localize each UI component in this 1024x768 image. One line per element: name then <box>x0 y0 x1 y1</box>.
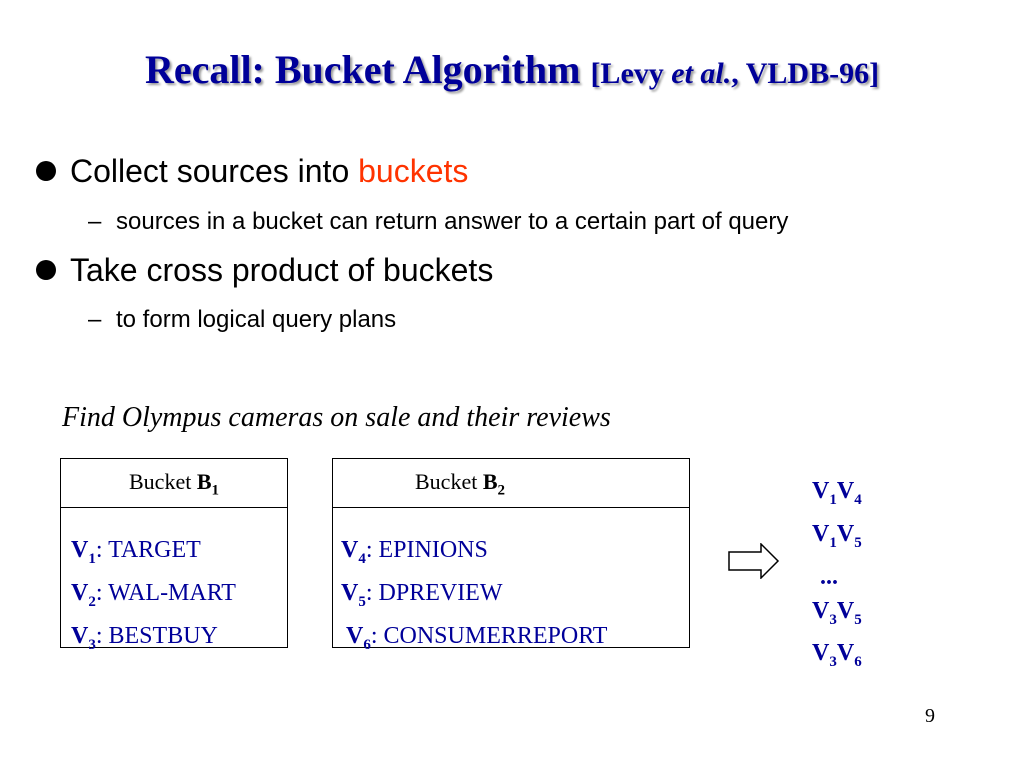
query-plan: V1V5 <box>812 517 862 560</box>
plan-view-index: 5 <box>854 534 862 551</box>
source-index: 1 <box>88 550 96 567</box>
sub-bullet-1-text: sources in a bucket can return answer to… <box>116 208 789 235</box>
plan-view-index: 1 <box>829 534 837 551</box>
source-index: 6 <box>363 636 371 653</box>
source-index: 5 <box>358 593 366 610</box>
bucket-b2: Bucket B2 V4: EPINIONS V5: DPREVIEW V6: … <box>332 458 690 652</box>
bullet-1: Collect sources into buckets <box>36 153 468 190</box>
plan-view: V <box>812 597 830 624</box>
plan-view: V <box>812 640 830 667</box>
bucket-b2-header: Bucket B2 <box>333 459 689 508</box>
source-name: : BESTBUY <box>95 622 218 649</box>
sub-bullet-2-text: to form logical query plans <box>116 306 397 333</box>
plan-view-index: 6 <box>854 654 862 671</box>
bucket-b2-sources: V4: EPINIONS V5: DPREVIEW V6: CONSUMERRE… <box>341 533 607 661</box>
title-citation: [Levy et al., VLDB-96] <box>590 57 879 90</box>
query-plan-ellipsis: ... <box>820 563 838 590</box>
example-caption: Find Olympus cameras on sale and their r… <box>62 402 611 433</box>
plan-view-index: 5 <box>854 611 862 628</box>
plan-view: V <box>836 640 855 667</box>
bucket-label: Bucket <box>415 469 478 494</box>
bucket-name-sub: 2 <box>497 482 506 499</box>
bullet-2-text: Take cross product of buckets <box>70 252 494 288</box>
source-row: V2: WAL-MART <box>71 576 236 619</box>
query-plan-list: V1V4 V1V5 ... V3V5 V3V6 <box>812 474 862 679</box>
bucket-b1-sources: V1: TARGET V2: WAL-MART V3: BESTBUY <box>71 533 236 661</box>
right-arrow-outline-icon <box>728 543 780 579</box>
plan-view: V <box>812 478 830 504</box>
source-name: : DPREVIEW <box>365 579 503 606</box>
dash-icon: – <box>88 306 102 333</box>
bucket-name: B <box>196 469 212 494</box>
source-v: V <box>346 622 364 649</box>
bullet-1-text: Collect sources into <box>70 153 350 189</box>
source-name: : EPINIONS <box>365 537 488 563</box>
dash-icon: – <box>88 208 102 235</box>
source-v: V <box>71 579 89 606</box>
page-number: 9 <box>925 705 935 727</box>
plan-view-index: 3 <box>829 611 837 628</box>
source-name: : CONSUMERREPORT <box>370 622 608 649</box>
bullet-2: Take cross product of buckets <box>36 252 493 289</box>
plan-view: V <box>836 478 855 504</box>
bucket-b2-title: Bucket B2 <box>415 469 505 499</box>
query-plan: V3V6 <box>812 636 862 679</box>
title-main: Recall: Bucket Algorithm <box>144 47 581 92</box>
bucket-b1-title: Bucket B1 <box>129 469 219 499</box>
bucket-label: Bucket <box>129 469 192 494</box>
bullet-dot-icon <box>36 259 56 280</box>
source-index: 2 <box>88 593 96 610</box>
bucket-name: B <box>482 469 498 494</box>
citation-etal: et al. <box>671 57 732 90</box>
plan-view: V <box>836 597 855 624</box>
source-row: V3: BESTBUY <box>71 619 236 662</box>
sub-bullet-1: –sources in a bucket can return answer t… <box>88 208 788 236</box>
source-name: : TARGET <box>95 537 201 563</box>
plan-view-index: 3 <box>829 654 837 671</box>
source-index: 4 <box>358 550 366 567</box>
citation-author: [Levy <box>590 57 664 90</box>
bullet-dot-icon <box>36 160 56 181</box>
bucket-b1-header: Bucket B1 <box>61 459 287 508</box>
source-row: V6: CONSUMERREPORT <box>341 619 607 662</box>
source-row: V1: TARGET <box>71 533 236 576</box>
source-v: V <box>341 579 359 606</box>
query-plan: V1V4 <box>812 474 862 517</box>
source-v: V <box>341 537 359 563</box>
query-plan: V3V5 <box>812 594 862 637</box>
source-v: V <box>71 537 89 563</box>
bucket-b1: Bucket B1 V1: TARGET V2: WAL-MART V3: BE… <box>60 458 288 652</box>
source-row: V4: EPINIONS <box>341 533 607 576</box>
source-row: V5: DPREVIEW <box>341 576 607 619</box>
plan-view-index: 1 <box>829 491 837 508</box>
bucket-name-sub: 1 <box>211 482 220 499</box>
source-v: V <box>71 622 89 649</box>
sub-bullet-2: –to form logical query plans <box>88 306 396 334</box>
plan-view: V <box>812 520 830 547</box>
plan-view: V <box>836 520 855 547</box>
source-name: : WAL-MART <box>95 579 236 606</box>
slide-title: Recall: Bucket Algorithm [Levy et al., V… <box>0 46 1024 93</box>
bullet-1-accent: buckets <box>358 153 469 189</box>
citation-venue: , VLDB-96] <box>731 57 880 90</box>
plan-view-index: 4 <box>854 491 862 508</box>
source-index: 3 <box>88 636 96 653</box>
